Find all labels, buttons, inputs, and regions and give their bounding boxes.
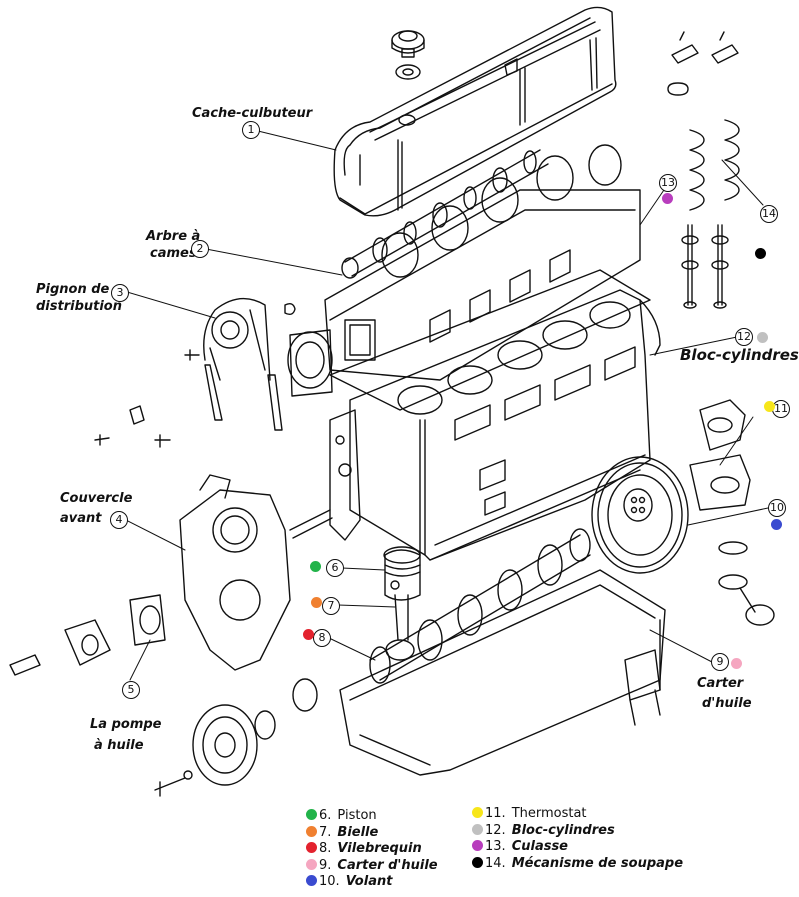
cylinder-head [324,144,641,381]
legend-left: 6. Piston 7. Bielle 8. Vilebrequin 9. Carter… [306,808,438,891]
legend-item: 9. Carter d'huile [306,858,438,875]
legend-dot [306,825,317,837]
legend-number: 7. [319,824,332,840]
legend-number: 12. [485,822,506,838]
marker-dot-10 [771,519,782,530]
legend-name: Culasse [511,839,569,854]
connecting-rod [385,594,415,661]
callout-8: 8 [313,629,331,647]
callout-1: 1 [242,121,260,139]
legend-name: Carter d'huile [337,857,438,873]
legend-name: Thermostat [511,806,587,821]
label-carter-line1: Carter [697,676,744,691]
front-cover [179,474,333,671]
label-pompe-line1: La pompe [90,717,162,732]
legend-number: 11. [485,806,506,821]
legend-dot [472,840,483,851]
legend-dot [472,823,483,835]
label-cache-culbuteur: Cache-culbuteur [192,106,313,121]
legend-item: 12. Bloc-cylindres [472,823,683,840]
legend-number: 13. [485,839,506,854]
legend-item: 7. Bielle [306,825,438,842]
label-carter-line2: d'huile [702,696,752,711]
head-gasket [329,269,651,411]
oil-strainer [718,541,775,626]
label-bloc-cylindres: Bloc-cylindres [680,346,799,364]
legend-number: 10. [319,874,340,889]
label-couvercle-line2: avant [60,511,102,526]
callout-4: 4 [110,511,128,529]
legend-dot [306,875,317,886]
label-couvercle-line1: Couvercle [60,491,133,506]
legend-dot [472,807,483,818]
callout-7: 7 [322,597,340,615]
marker-dot-11 [764,401,775,412]
legend-dot [306,809,317,820]
leader-lines [125,130,769,681]
piston [383,546,421,601]
marker-dot-13 [662,193,673,204]
callout-10: 10 [768,499,786,517]
legend-item: 14. Mécanisme de soupape [472,856,683,873]
marker-dot-14 [755,248,766,259]
legend-dot [306,842,317,853]
marker-dot-9 [731,658,742,669]
bracket [624,649,661,726]
valve-mechanism [667,31,740,309]
legend-name: Piston [337,808,377,823]
legend-number: 8. [319,841,332,856]
callout-6: 6 [326,559,344,577]
callout-11: 11 [772,400,790,418]
label-pompe-line2: à huile [94,738,144,753]
legend-number: 6. [319,808,332,823]
callout-5: 5 [122,681,140,699]
oil-pan [339,569,666,776]
label-pignon-line1: Pignon de [36,282,110,297]
crank-pulley [154,678,318,797]
marker-dot-12 [757,332,768,343]
marker-dot-8 [303,629,314,640]
legend-name: Volant [345,874,393,889]
legend-number: 14. [485,855,506,871]
water-pump-housing [287,329,333,397]
cylinder-block [329,289,661,561]
legend-item: 11. Thermostat [472,806,683,823]
callout-3: 3 [111,284,129,302]
legend-dot [306,858,317,870]
legend-item: 10. Volant [306,874,438,891]
legend-right: 11. Thermostat 12. Bloc-cylindres 13. Culas… [472,806,683,872]
legend-name: Vilebrequin [337,841,422,856]
callout-12: 12 [735,328,753,346]
legend-item: 13. Culasse [472,839,683,856]
legend-item: 6. Piston [306,808,438,825]
callout-9: 9 [711,653,729,671]
oil-pump [9,594,166,676]
legend-dot [472,856,483,868]
label-pignon-line2: distribution [36,299,122,314]
legend-number: 9. [319,857,332,873]
marker-dot-7 [311,597,322,608]
thermostat-housing [689,399,751,511]
legend-item: 8. Vilebrequin [306,841,438,858]
callout-14: 14 [760,205,778,223]
label-arbre-a-cames-line1: Arbre à [146,229,201,244]
label-arbre-a-cames-line2: cames [150,246,197,261]
crankshaft [369,528,591,684]
rocker-cover [333,6,617,217]
callout-13: 13 [659,174,677,192]
marker-dot-6 [310,561,321,572]
legend-name: Bloc-cylindres [511,822,615,838]
flywheel [591,456,689,574]
oil-filler-cap [391,30,425,80]
timing-sprocket [94,297,296,448]
legend-name: Bielle [337,824,379,840]
legend-name: Mécanisme de soupape [511,855,684,871]
callout-2: 2 [191,240,209,258]
